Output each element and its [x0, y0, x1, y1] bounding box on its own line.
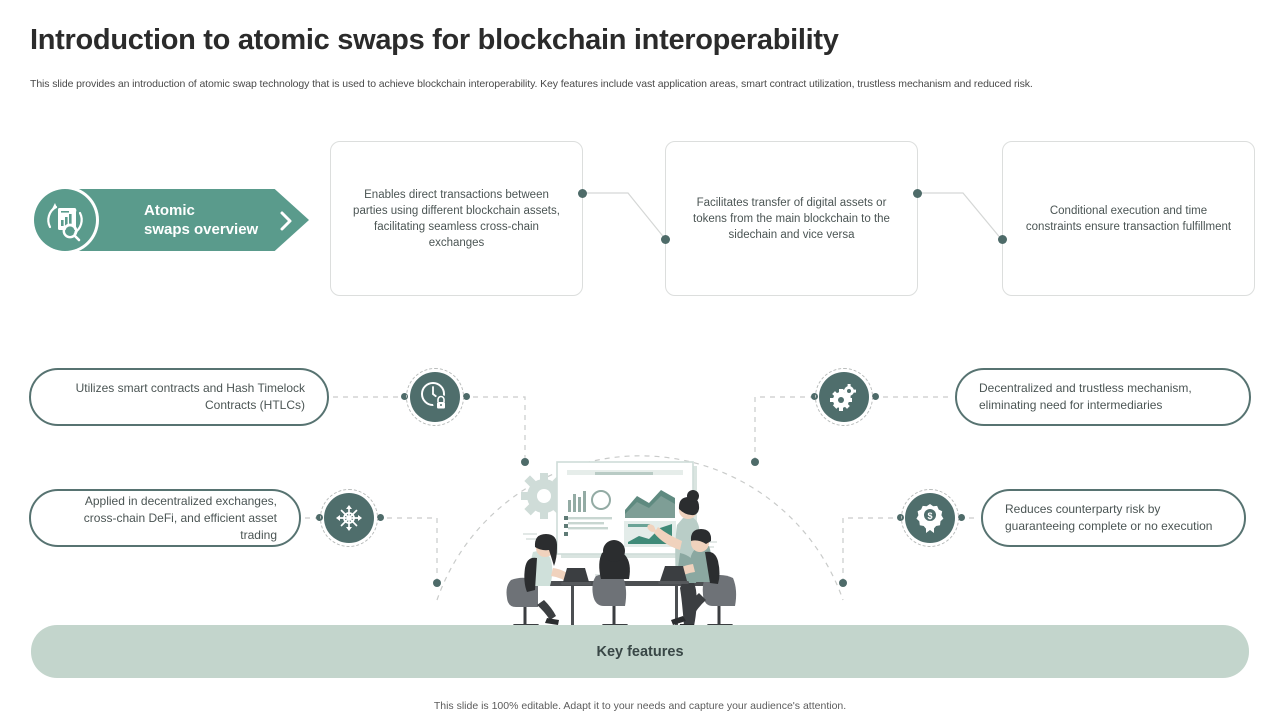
- key-features-label: Key features: [596, 643, 684, 660]
- feature-pill[interactable]: Applied in decentralized exchanges, cros…: [29, 489, 301, 547]
- badge-icon-circle: [34, 189, 96, 251]
- document-chart-search-icon: [47, 203, 83, 242]
- connector-dot: [872, 393, 879, 400]
- badge-label: Atomic swaps overview: [144, 201, 294, 239]
- feature-pill[interactable]: Utilizes smart contracts and Hash Timelo…: [29, 368, 329, 426]
- connector-dot: [521, 458, 529, 466]
- clock-lock-icon: [421, 382, 449, 411]
- page-title: Introduction to atomic swaps for blockch…: [30, 24, 839, 56]
- badge-label-line1: Atomic: [144, 202, 195, 219]
- icon-circle: [819, 372, 869, 422]
- feature-pill[interactable]: Decentralized and trustless mechanism, e…: [955, 368, 1251, 426]
- footer-note: This slide is 100% editable. Adapt it to…: [433, 700, 847, 712]
- feature-pill[interactable]: Reduces counterparty risk by guaranteein…: [981, 489, 1246, 547]
- connector-dot: [377, 514, 384, 521]
- connector-dot: [913, 189, 922, 198]
- page-subtitle: This slide provides an introduction of a…: [30, 78, 1033, 90]
- connector-dot: [751, 458, 759, 466]
- connector-dot: [661, 235, 670, 244]
- key-features-bar[interactable]: Key features: [31, 625, 1249, 678]
- badge-label-line2: swaps overview: [144, 221, 259, 238]
- connector-dot: [839, 579, 847, 587]
- top-info-box[interactable]: Enables direct transactions between part…: [330, 141, 583, 296]
- feature-icon-badge[interactable]: [815, 368, 873, 426]
- top-info-box[interactable]: Conditional execution and time constrain…: [1002, 141, 1255, 296]
- badge-chevron-shape: [64, 189, 309, 251]
- business-meeting-presentation-illustration: [506, 461, 737, 628]
- connector-dot: [958, 514, 965, 521]
- top-info-box-text: Facilitates transfer of digital assets o…: [693, 196, 890, 241]
- icon-circle: [410, 372, 460, 422]
- connector-dot: [433, 579, 441, 587]
- atomic-swaps-overview-badge[interactable]: Atomic swaps overview: [34, 189, 309, 251]
- feature-icon-badge[interactable]: [406, 368, 464, 426]
- icon-circle: $: [905, 493, 955, 543]
- feature-pill-text: Utilizes smart contracts and Hash Timelo…: [75, 381, 305, 412]
- top-info-box-text: Conditional execution and time constrain…: [1025, 204, 1232, 233]
- icon-circle: [324, 493, 374, 543]
- dashed-ring: [901, 489, 959, 547]
- feature-pill-text: Reduces counterparty risk by guaranteein…: [1005, 502, 1213, 533]
- feature-pill-text: Decentralized and trustless mechanism, e…: [979, 381, 1192, 412]
- top-info-box-text: Enables direct transactions between part…: [353, 188, 560, 249]
- gears-icon: [830, 384, 856, 411]
- connector-dot: [463, 393, 470, 400]
- feature-icon-badge[interactable]: [320, 489, 378, 547]
- chevron-right-icon: [280, 211, 292, 231]
- network-nodes-icon: [336, 505, 362, 531]
- award-badge-dollar-icon: $: [916, 504, 944, 533]
- connector-dot: [578, 189, 587, 198]
- svg-text:$: $: [927, 511, 932, 521]
- feature-icon-badge[interactable]: $: [901, 489, 959, 547]
- feature-pill-text: Applied in decentralized exchanges, cros…: [83, 493, 277, 542]
- connector-dot: [998, 235, 1007, 244]
- dashed-ring: [815, 368, 873, 426]
- top-info-box[interactable]: Facilitates transfer of digital assets o…: [665, 141, 918, 296]
